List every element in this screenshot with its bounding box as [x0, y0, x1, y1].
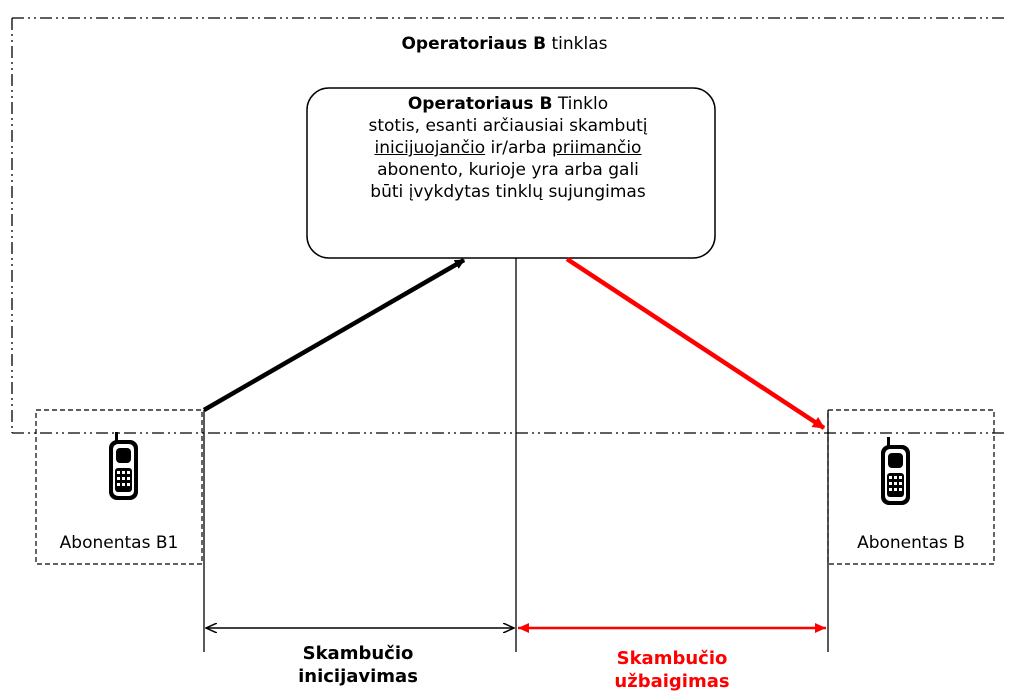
termination-span-label: Skambučio užbaigimas: [614, 648, 730, 692]
origination-span-label: Skambučio inicijavimas: [298, 643, 418, 687]
subscriber-b1-box: [35, 409, 203, 565]
station-line-1: Operatoriaus B Tinklo: [407, 94, 609, 114]
subscriber-b-label: Abonentas B: [857, 533, 965, 553]
station-line-5: būti įvykdytas tinklų sujungimas: [370, 182, 646, 202]
termination-arrow: [565, 257, 826, 430]
network-title: Operatoriaus B tinklas: [0, 33, 1009, 55]
initiating-term: inicijuojančio: [374, 138, 486, 158]
station-line-2: stotis, esanti arčiausiai skambutį: [368, 116, 648, 136]
network-label: tinklas: [546, 34, 608, 54]
mobile-phone-icon: [109, 432, 138, 500]
station-line-4: abonento, kurioje yra arba gali: [377, 160, 639, 180]
network-operator-name: Operatoriaus B: [401, 34, 547, 54]
receiving-term: priimančio: [552, 138, 642, 158]
mobile-phone-icon: [881, 437, 910, 505]
origination-arrow: [202, 258, 466, 412]
station-line-3: inicijuojančio ir/arba priimančio: [374, 138, 642, 158]
station-box: [306, 87, 716, 259]
station-description: Operatoriaus B Tinklo stotis, esanti arč…: [312, 93, 704, 203]
network-boundary: [11, 17, 1007, 434]
station-operator-name: Operatoriaus B: [407, 94, 553, 114]
subscriber-b1-label: Abonentas B1: [59, 533, 179, 553]
